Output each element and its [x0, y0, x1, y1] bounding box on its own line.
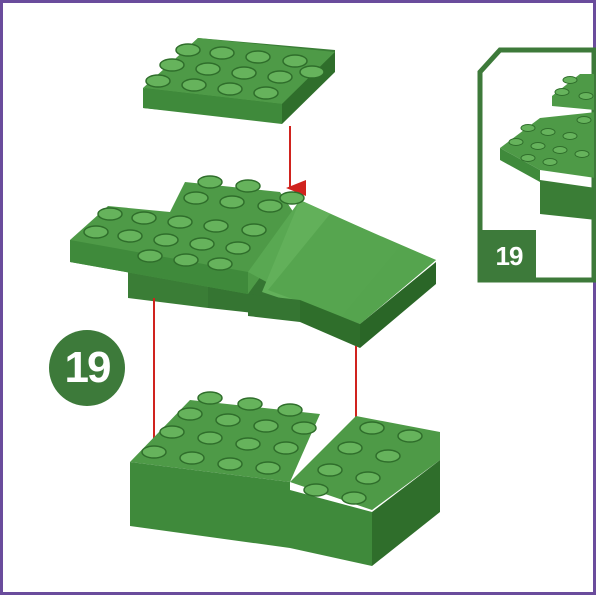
step-number: 19 — [64, 343, 112, 392]
bottom-base-icon — [130, 391, 440, 566]
top-plate-icon — [143, 38, 335, 124]
thumbnail-model-icon — [500, 74, 594, 220]
step-badge-circle — [49, 330, 125, 406]
middle-assembly-icon — [70, 175, 436, 348]
thumbnail-step-number: 19 — [495, 240, 524, 271]
previous-step-thumbnail — [477, 47, 596, 283]
